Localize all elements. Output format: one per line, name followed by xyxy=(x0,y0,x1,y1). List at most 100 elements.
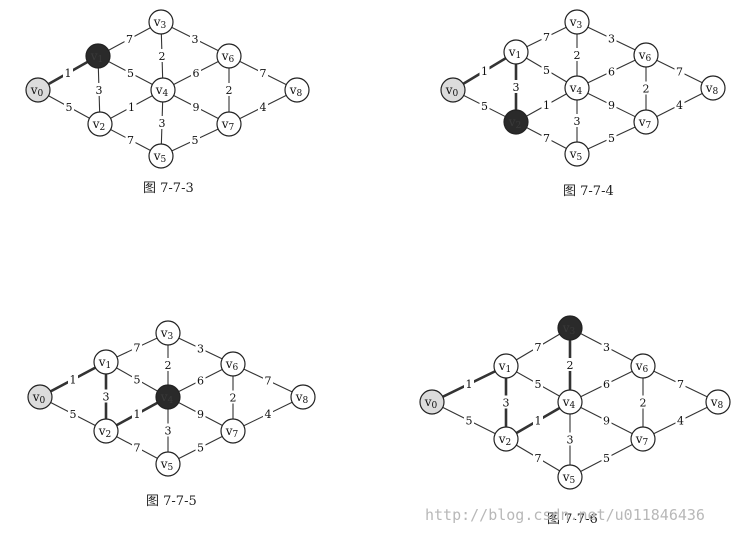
node-label-v7: v7 xyxy=(221,117,235,133)
edge-weight-label: 5 xyxy=(70,408,77,421)
figure-caption: 图 7-7-3 xyxy=(143,181,194,196)
node-label-v3: v3 xyxy=(569,15,583,31)
node-label-v7: v7 xyxy=(635,432,649,448)
edge-weight-label: 6 xyxy=(608,66,615,79)
edge-weight-bg xyxy=(94,83,104,96)
edge-weight-bg xyxy=(224,83,234,96)
node-label-v8: v8 xyxy=(705,81,719,97)
edge-weight-label: 2 xyxy=(574,49,581,62)
node-v8 xyxy=(700,75,726,101)
node-v0 xyxy=(27,384,53,410)
edge-weight-bg xyxy=(195,373,206,387)
edge-weight-bg xyxy=(533,413,543,427)
node-label-v7: v7 xyxy=(638,115,652,131)
edge-weight-label: 9 xyxy=(197,408,204,421)
edge-weight-bg xyxy=(464,377,474,390)
node-label-v1: v1 xyxy=(498,359,512,375)
node-v1 xyxy=(493,353,519,379)
edge-weight-label: 9 xyxy=(608,99,615,112)
edge-weight-bg xyxy=(572,114,582,127)
edge-weight-label: 2 xyxy=(165,359,172,372)
node-label-v2: v2 xyxy=(508,115,522,131)
edge-weight-bg xyxy=(533,451,543,464)
edge-weight-bg xyxy=(606,64,617,78)
edge-weight-label: 6 xyxy=(193,67,200,80)
node-v8 xyxy=(290,384,316,410)
node-label-v6: v6 xyxy=(221,49,235,65)
figure-caption: 图 7-7-4 xyxy=(563,184,614,199)
edge-weight-bg xyxy=(63,66,73,79)
edge-weight-bg xyxy=(124,32,135,45)
edge-weight-label: 7 xyxy=(543,132,550,145)
node-label-v2: v2 xyxy=(98,424,112,440)
edge-weight-bg xyxy=(190,32,200,45)
node-label-v3: v3 xyxy=(153,15,167,31)
node-label-v4: v4 xyxy=(562,395,576,411)
node-label-v7: v7 xyxy=(225,424,239,440)
node-label-v5: v5 xyxy=(569,147,583,163)
edge-weight-bg xyxy=(68,372,78,386)
edge-weight-bg xyxy=(601,451,612,464)
edge-weight-label: 4 xyxy=(676,99,683,112)
edge-weight-label: 5 xyxy=(66,101,73,114)
edge-weight-bg xyxy=(541,30,552,43)
node-label-v8: v8 xyxy=(289,83,303,99)
node-v3 xyxy=(564,9,590,35)
edge-weight-bg xyxy=(606,98,617,111)
node-label-v0: v0 xyxy=(424,395,438,411)
node-label-v8: v8 xyxy=(710,395,724,411)
edge-weight-label: 5 xyxy=(481,100,488,113)
edge-weight-bg xyxy=(125,133,136,146)
edge-weight-bg xyxy=(565,432,575,446)
edge-weight-bg xyxy=(601,413,612,427)
edge-weight-label: 7 xyxy=(543,31,550,44)
edge-weight-bg xyxy=(606,31,617,45)
edge-weight-label: 5 xyxy=(466,415,473,428)
node-v1 xyxy=(93,349,119,375)
edge-weight-bg xyxy=(479,99,490,112)
edge-weight-label: 7 xyxy=(265,375,272,388)
node-v5 xyxy=(557,464,583,490)
edge-weight-label: 1 xyxy=(134,408,141,421)
edge-weight-bg xyxy=(163,358,173,371)
node-v7 xyxy=(220,418,246,444)
node-v0 xyxy=(440,77,466,103)
node-label-v2: v2 xyxy=(92,117,106,133)
node-v5 xyxy=(155,451,181,477)
edge-weight-bg xyxy=(195,341,206,355)
edge-weight-label: 2 xyxy=(226,84,233,97)
edge-weight-label: 2 xyxy=(159,50,166,63)
node-v7 xyxy=(216,111,242,137)
edge-weight-label: 2 xyxy=(643,83,650,96)
edge-weight-label: 1 xyxy=(481,65,488,78)
edge-weight-label: 5 xyxy=(608,132,615,145)
node-v2 xyxy=(503,109,529,135)
edge-weight-label: 1 xyxy=(65,67,72,80)
edge-weight-label: 4 xyxy=(260,101,267,114)
edge-weight-bg xyxy=(258,66,268,79)
edge-weight-bg xyxy=(191,66,201,79)
node-v2 xyxy=(493,426,519,452)
edge-weight-label: 3 xyxy=(103,391,110,404)
edge-weight-bg xyxy=(565,358,575,371)
edge-weight-bg xyxy=(132,372,142,386)
edge-weight-bg xyxy=(533,377,543,390)
edge-weight-label: 7 xyxy=(535,341,542,354)
node-label-v2: v2 xyxy=(498,432,512,448)
node-label-v8: v8 xyxy=(295,390,309,406)
edge-weight-label: 4 xyxy=(265,408,272,421)
node-v7 xyxy=(630,426,656,452)
edge-weight-bg xyxy=(157,49,167,62)
edge-weight-bg xyxy=(68,407,78,420)
edge-weight-label: 3 xyxy=(574,115,581,128)
edge-weight-label: 5 xyxy=(192,134,199,147)
edge-weight-bg xyxy=(638,395,648,409)
node-v2 xyxy=(93,418,119,444)
edge-weight-bg xyxy=(64,100,74,113)
edge-weight-bg xyxy=(511,80,521,93)
edge-weight-label: 2 xyxy=(567,359,574,372)
edge-weight-label: 6 xyxy=(197,375,204,388)
edge-weight-bg xyxy=(674,98,685,111)
node-label-v4: v4 xyxy=(155,83,169,99)
